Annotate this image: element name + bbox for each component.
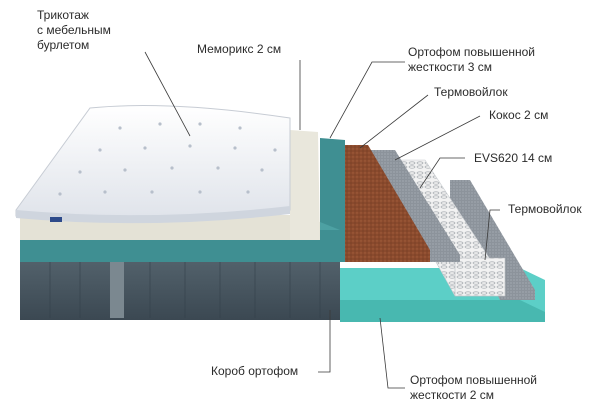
leader-lines [144, 51, 500, 389]
label-orthofoam-bottom: Ортофом повышенной жесткости 2 см [410, 373, 538, 402]
thermofelt-top-layer [368, 150, 460, 262]
label-memory-foam: Мемори­кс 2 см [197, 42, 282, 56]
coconut-layer [340, 145, 430, 262]
label-spring-block: EVS620 14 см [474, 151, 553, 165]
label-coconut: Кокос 2 см [489, 108, 549, 122]
label-orthofoam-box: Короб ортофом [211, 364, 299, 378]
label-orthofoam-top: Ортофом повышенной жесткости 3 см [408, 45, 536, 74]
label-thermofelt-top: Термовойлок [434, 85, 508, 99]
knit-cover-layer [15, 105, 291, 224]
label-thermofelt-bottom: Термовойлок [508, 202, 582, 216]
label-knit-cover: Трикотаж с мебельным бурлетом [37, 8, 111, 52]
thermofelt-bottom-layer [450, 180, 535, 300]
